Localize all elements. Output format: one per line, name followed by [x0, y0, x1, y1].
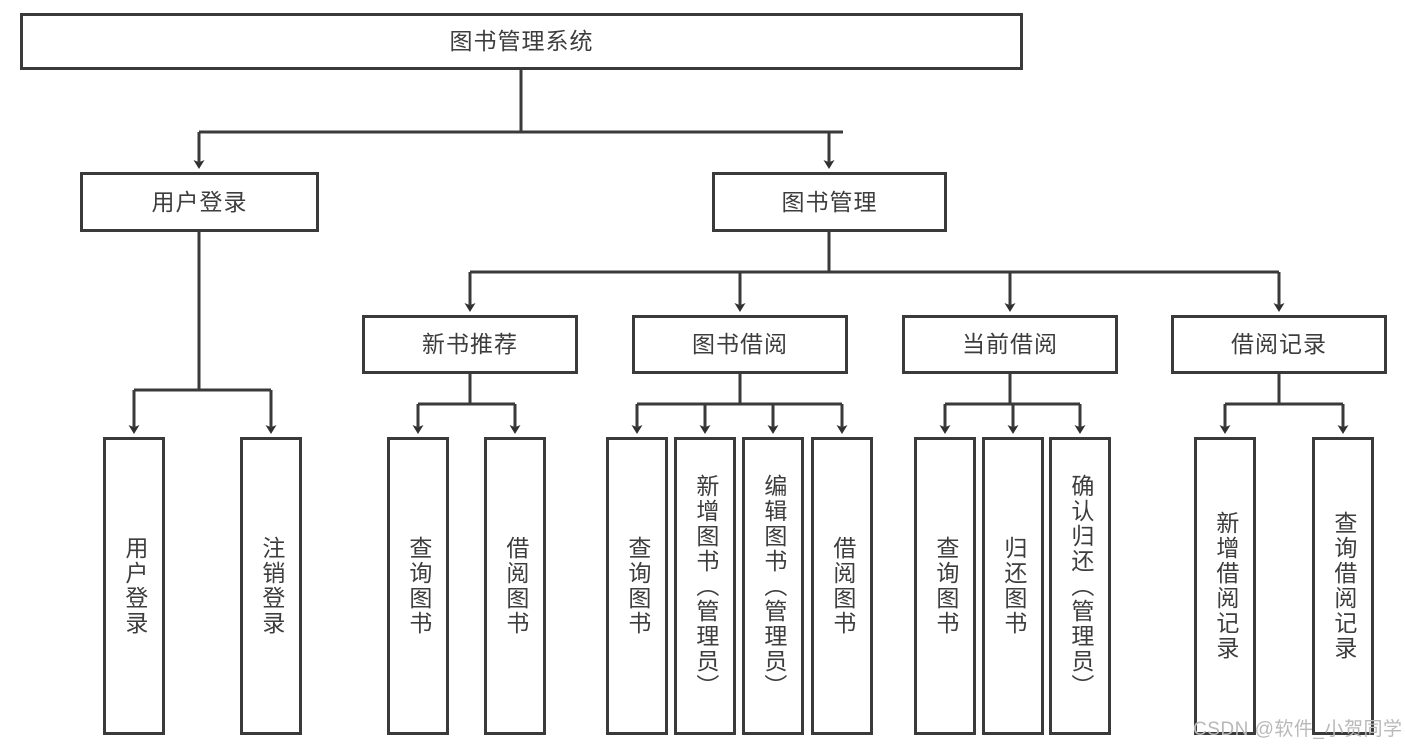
leaf-book-borrow-3[interactable]: 借阅图书 [811, 437, 873, 735]
node-label: 查询借阅记录 [1330, 511, 1357, 661]
leaf-new-book-1[interactable]: 借阅图书 [484, 437, 546, 735]
node-label: 查询图书 [932, 536, 959, 636]
node-label: 图书管理系统 [449, 28, 594, 54]
leaf-borrow-records-1[interactable]: 查询借阅记录 [1312, 437, 1374, 735]
leaf-book-borrow-2[interactable]: 编辑图书（管理员） [742, 437, 804, 735]
node-label: 归还图书 [1000, 536, 1027, 636]
node-new-book-recommend[interactable]: 新书推荐 [362, 315, 578, 374]
node-label: 确认归还（管理员） [1067, 473, 1094, 699]
node-label: 借阅图书 [829, 536, 856, 636]
leaf-borrow-records-0[interactable]: 新增借阅记录 [1194, 437, 1256, 735]
node-label: 查询图书 [405, 536, 432, 636]
node-current-borrow[interactable]: 当前借阅 [902, 315, 1118, 374]
node-label: 当前借阅 [962, 331, 1058, 357]
leaf-current-borrow-2[interactable]: 确认归还（管理员） [1049, 437, 1111, 735]
node-root-system[interactable]: 图书管理系统 [20, 13, 1023, 70]
node-label: 用户登录 [151, 188, 248, 215]
node-label: 用户登录 [121, 536, 148, 636]
node-label: 注销登录 [258, 536, 285, 636]
node-user-login[interactable]: 用户登录 [80, 172, 319, 232]
node-book-borrow[interactable]: 图书借阅 [632, 315, 848, 374]
node-borrow-records[interactable]: 借阅记录 [1171, 315, 1387, 374]
leaf-current-borrow-0[interactable]: 查询图书 [914, 437, 976, 735]
leaf-new-book-0[interactable]: 查询图书 [387, 437, 449, 735]
node-label: 新增借阅记录 [1212, 511, 1239, 661]
node-label: 编辑图书（管理员） [760, 473, 787, 699]
leaf-book-borrow-0[interactable]: 查询图书 [606, 437, 668, 735]
leaf-user-login-1[interactable]: 注销登录 [240, 437, 302, 735]
node-label: 借阅记录 [1231, 331, 1327, 357]
node-label: 图书借阅 [692, 331, 788, 357]
leaf-user-login-0[interactable]: 用户登录 [103, 437, 165, 735]
leaf-current-borrow-1[interactable]: 归还图书 [982, 437, 1044, 735]
node-label: 查询图书 [624, 536, 651, 636]
node-book-management[interactable]: 图书管理 [712, 172, 947, 232]
csdn-watermark: CSDN @软件_小贺同学 [1193, 719, 1403, 740]
node-label: 图书管理 [781, 188, 878, 215]
leaf-book-borrow-1[interactable]: 新增图书（管理员） [674, 437, 736, 735]
node-label: 新增图书（管理员） [692, 473, 719, 699]
node-label: 新书推荐 [422, 331, 518, 357]
node-label: 借阅图书 [502, 536, 529, 636]
